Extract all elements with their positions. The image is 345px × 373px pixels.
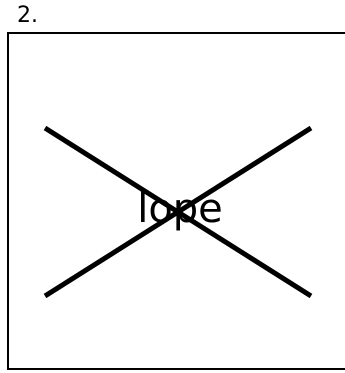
- item-number: 2.: [17, 3, 38, 28]
- word-card[interactable]: lope: [7, 32, 345, 370]
- x-cross-icon: [43, 125, 313, 299]
- card-word: lope: [137, 186, 223, 232]
- cross-stroke-ascending: [43, 125, 313, 299]
